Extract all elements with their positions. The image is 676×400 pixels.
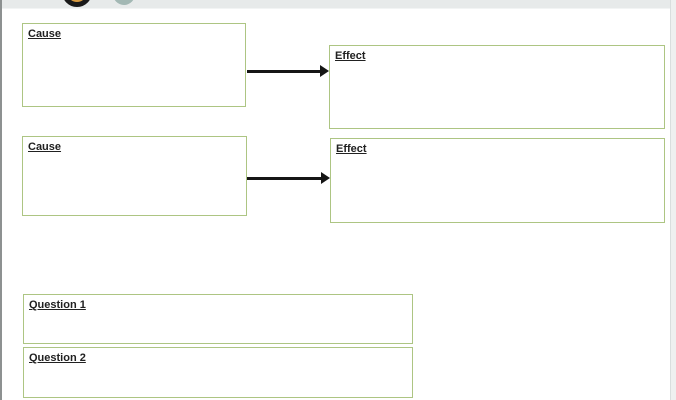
cause-box-1-input-area[interactable] [23,42,245,52]
orange-ring-icon[interactable] [62,0,92,7]
cause-box-2-label: Cause [28,141,62,153]
effect-box-1-label: Effect [335,50,366,62]
cause-box-2-input-area[interactable] [23,155,246,165]
cause-box-1-label: Cause [28,28,62,40]
arrow-shaft [247,69,320,73]
effect-box-1-input-area[interactable] [330,64,664,74]
page-right-edge [670,0,676,400]
cause-box-2[interactable]: Cause [22,136,247,216]
arrow-head-icon [320,65,329,77]
arrow-head-icon [321,172,330,184]
question-1-label: Question 1 [29,299,86,311]
effect-box-1[interactable]: Effect [329,45,665,129]
question-1-input-area[interactable] [24,313,412,323]
question-2-input-area[interactable] [24,366,412,376]
effect-box-2-input-area[interactable] [331,157,664,167]
effect-box-2[interactable]: Effect [330,138,665,223]
arrow-shaft [247,176,321,180]
question-1-box[interactable]: Question 1 [23,294,413,344]
window-top-bar [0,0,676,9]
cause-effect-arrow-1 [247,65,329,77]
cause-box-1[interactable]: Cause [22,23,246,107]
cause-effect-arrow-2 [247,172,330,184]
teal-circle-icon[interactable] [113,0,135,5]
question-2-box[interactable]: Question 2 [23,347,413,398]
effect-box-2-label: Effect [336,143,367,155]
window-left-edge [0,0,2,400]
question-2-label: Question 2 [29,352,86,364]
